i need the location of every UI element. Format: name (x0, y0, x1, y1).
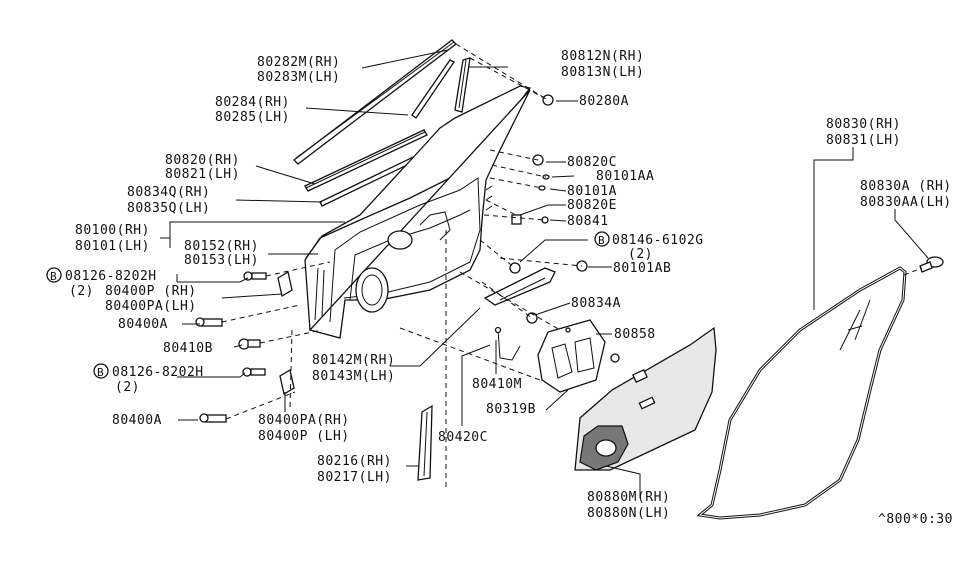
bolt-marker-1: B (46, 267, 62, 283)
label-80841: 80841 (567, 214, 609, 229)
label-80400a-2: 80400A (112, 413, 162, 428)
svg-text:B: B (97, 366, 104, 379)
label-08146: 08146-6102G (612, 233, 704, 248)
svg-text:B: B (598, 234, 605, 247)
label-80834q: 80834Q(RH) (127, 185, 210, 200)
label-80834a: 80834A (571, 296, 621, 311)
label-08146-qty: (2) (628, 247, 653, 262)
inside-handle (537, 319, 620, 393)
label-80410m: 80410M (472, 377, 522, 392)
hinge-lower (242, 367, 295, 396)
label-08126-a: 08126-8202H (65, 269, 157, 284)
label-80830: 80830(RH) (826, 117, 901, 132)
clip-group (509, 94, 588, 324)
door-check-bolt (238, 338, 261, 350)
svg-text:B: B (50, 270, 57, 283)
label-80400p-rh: 80400P (RH) (105, 284, 197, 299)
diagram-code: ^800*0:30 (878, 512, 953, 527)
label-80217: 80217(LH) (317, 470, 392, 485)
label-80101ab: 80101AB (613, 261, 671, 276)
label-08126-b-qty: (2) (115, 380, 140, 395)
label-80101: 80101(LH) (75, 239, 150, 254)
bolt-marker-2: B (93, 363, 109, 379)
label-80319b: 80319B (486, 402, 536, 417)
label-80400p-lh: 80400P (LH) (258, 429, 350, 444)
label-80820e: 80820E (567, 198, 617, 213)
label-80835q: 80835Q(LH) (127, 201, 210, 216)
label-80101aa: 80101AA (596, 169, 654, 184)
label-80282m: 80282M(RH) (257, 55, 340, 70)
label-80284: 80284(RH) (215, 95, 290, 110)
label-80813n: 80813N(LH) (561, 65, 644, 80)
door-weatherstrip (696, 266, 907, 520)
label-80216: 80216(RH) (317, 454, 392, 469)
label-80812n: 80812N(RH) (561, 49, 644, 64)
label-80143m: 80143M(LH) (312, 369, 395, 384)
belt-moulding (304, 129, 428, 192)
door-trim-board (574, 326, 717, 471)
lock-rod (494, 326, 521, 361)
glass-run-channel (417, 404, 433, 481)
label-80410b: 80410B (163, 341, 213, 356)
door-panel (304, 85, 532, 339)
label-80821: 80821(LH) (165, 167, 240, 182)
label-80101a: 80101A (567, 184, 617, 199)
bolt-marker-3: B (594, 231, 610, 247)
label-80285: 80285(LH) (215, 110, 290, 125)
label-80820c: 80820C (567, 155, 617, 170)
hinge-pin-lower (199, 413, 227, 423)
label-80830aa: 80830AA(LH) (860, 195, 952, 210)
door-lock (483, 267, 556, 306)
connector-lines (221, 43, 923, 490)
label-80420c: 80420C (438, 430, 488, 445)
weatherstrip-clip (919, 256, 944, 273)
label-80280a: 80280A (579, 94, 629, 109)
leader-lines (160, 49, 929, 498)
label-08126-b: 08126-8202H (112, 365, 204, 380)
inner-weatherstrip (411, 59, 455, 119)
label-80820: 80820(RH) (165, 153, 240, 168)
label-80831: 80831(LH) (826, 133, 901, 148)
label-80400a-1: 80400A (118, 317, 168, 332)
label-80400pa-rh: 80400PA(RH) (258, 413, 350, 428)
label-80152: 80152(RH) (184, 239, 259, 254)
label-80830a: 80830A (RH) (860, 179, 952, 194)
label-80880m: 80880M(RH) (587, 490, 670, 505)
label-80400pa-lh: 80400PA(LH) (105, 299, 197, 314)
label-80283m: 80283M(LH) (257, 70, 340, 85)
hinge-pin-upper (195, 317, 223, 327)
label-80142m: 80142M(RH) (312, 353, 395, 368)
label-80153: 80153(LH) (184, 253, 259, 268)
sash-trim (454, 57, 471, 113)
hinge-upper (243, 270, 293, 298)
label-80100: 80100(RH) (75, 223, 150, 238)
label-80858: 80858 (614, 327, 656, 342)
part-labels: 80282M(RH) 80283M(LH) 80812N(RH) 80813N(… (65, 49, 953, 527)
label-80880n: 80880N(LH) (587, 506, 670, 521)
label-08126-a-qty: (2) (69, 284, 94, 299)
